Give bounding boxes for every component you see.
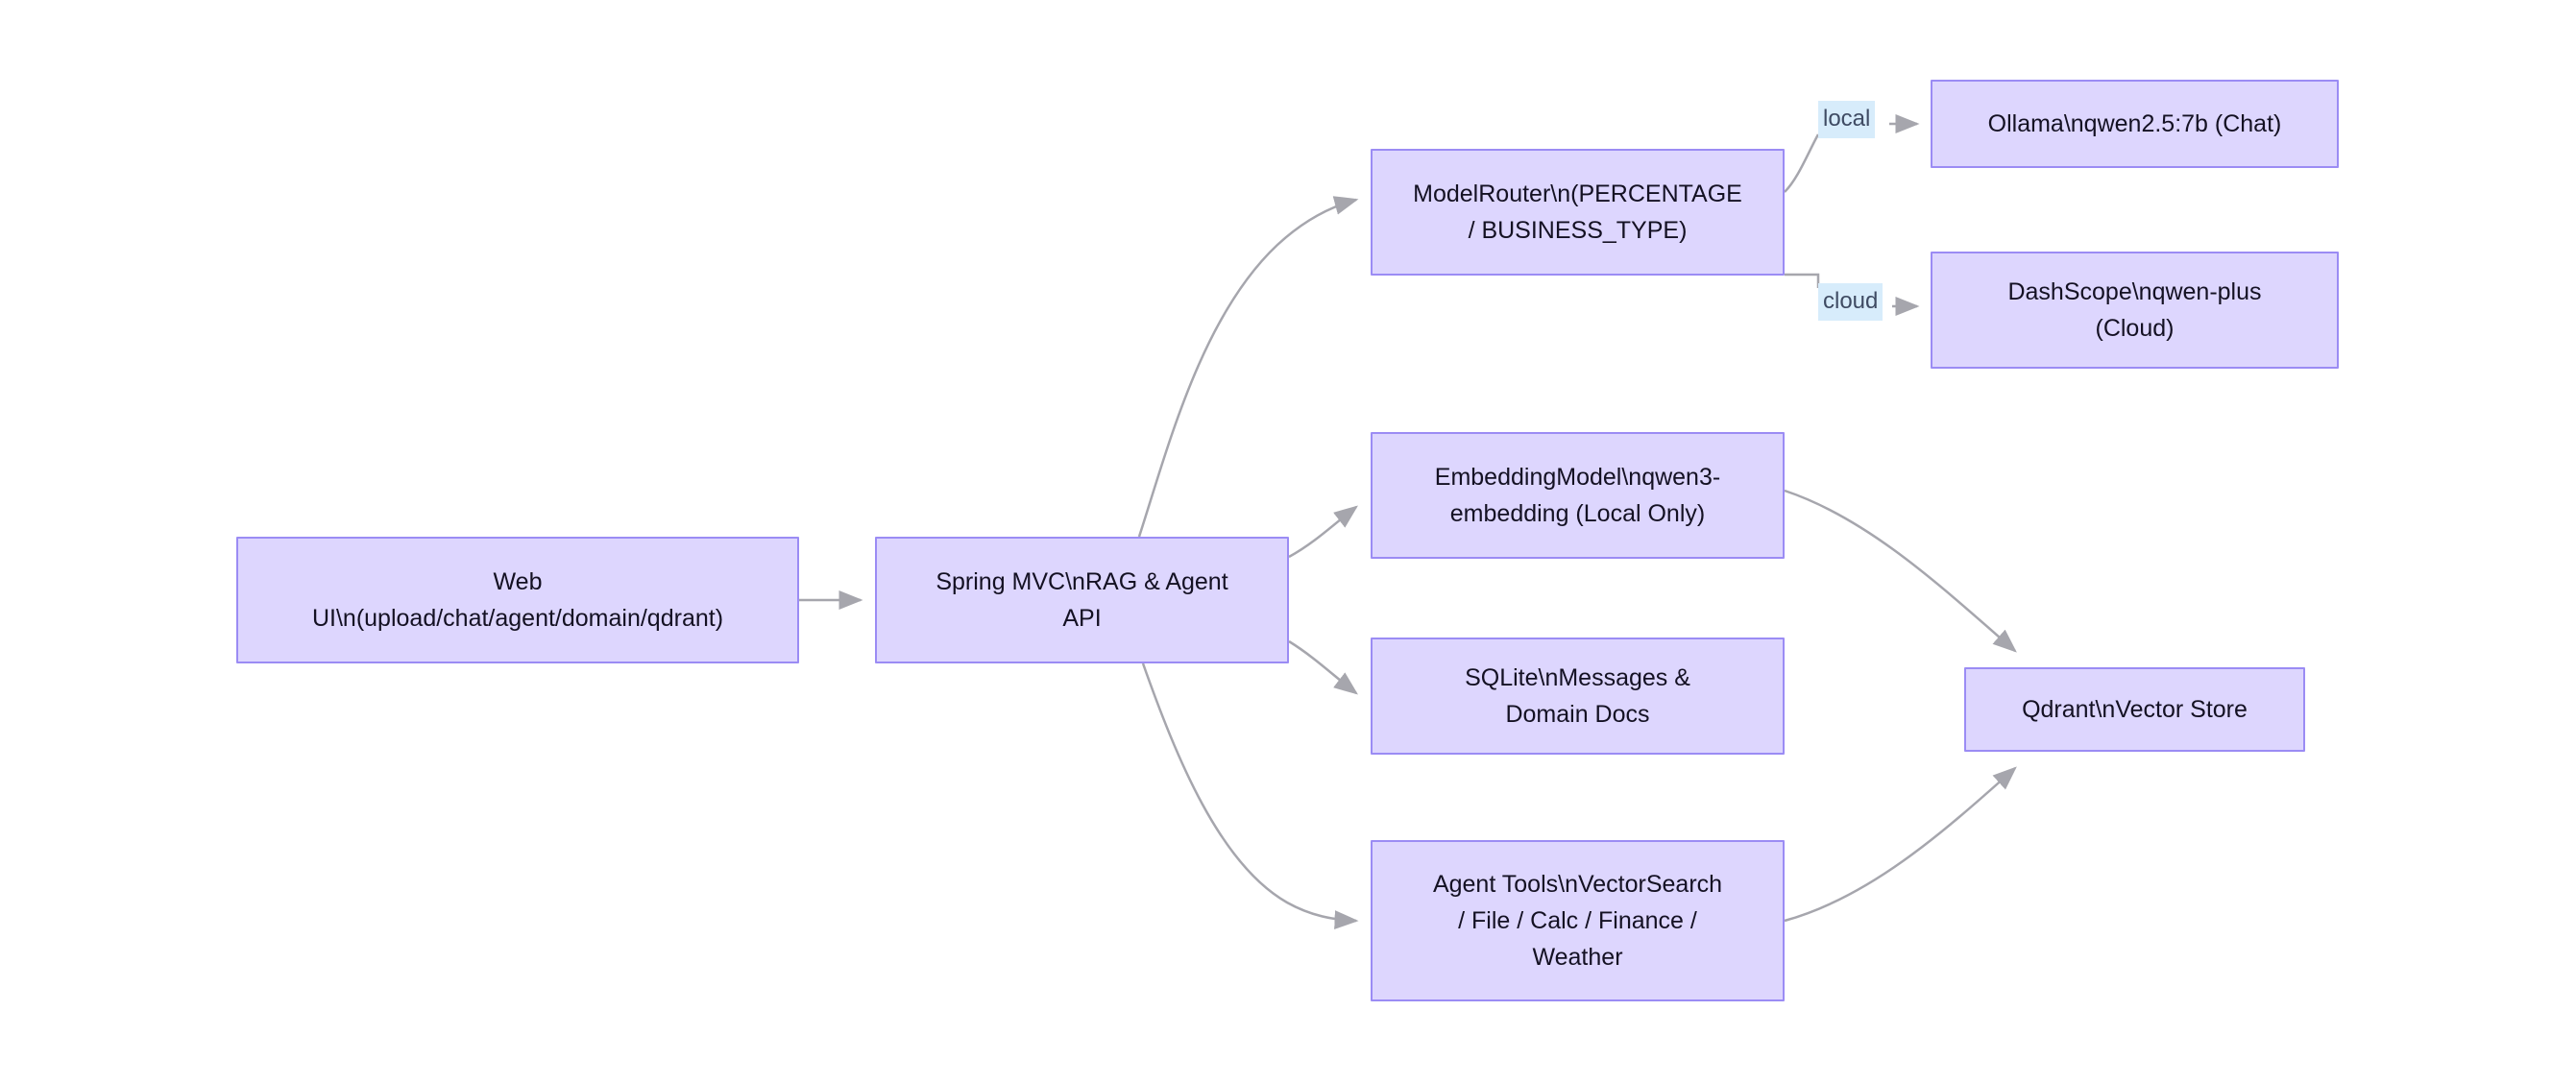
node-web-ui[interactable]: Web UI\n(upload/chat/agent/domain/qdrant…: [236, 537, 799, 663]
edge-spring-mvc-to-model-router: [1137, 196, 1359, 538]
node-embedding-model-label: EmbeddingModel\nqwen3- embedding (Local …: [1434, 464, 1721, 527]
node-ollama[interactable]: Ollama\nqwen2.5:7b (Chat): [1931, 80, 2339, 168]
edge-spring-mvc-to-sqlite: [1288, 639, 1358, 695]
node-embedding-model[interactable]: EmbeddingModel\nqwen3- embedding (Local …: [1371, 432, 1785, 559]
edge-agent-tools-to-qdrant: [1784, 766, 2017, 923]
node-model-router-label: ModelRouter\n(PERCENTAGE / BUSINESS_TYPE…: [1413, 180, 1742, 244]
edge-model-router-to-local-label: [1784, 133, 1820, 193]
node-sqlite[interactable]: SQLite\nMessages & Domain Docs: [1371, 638, 1785, 755]
node-dashscope[interactable]: DashScope\nqwen-plus (Cloud): [1931, 252, 2339, 369]
node-agent-tools-label: Agent Tools\nVectorSearch / File / Calc …: [1432, 871, 1723, 971]
node-ollama-label: Ollama\nqwen2.5:7b (Chat): [1987, 110, 2282, 137]
edge-model-router-to-cloud-label: [1785, 273, 1820, 288]
node-dashscope-label: DashScope\nqwen-plus (Cloud): [2007, 278, 2262, 342]
node-qdrant[interactable]: Qdrant\nVector Store: [1964, 667, 2305, 752]
edge-label-cloud: cloud: [1818, 283, 1883, 321]
node-agent-tools[interactable]: Agent Tools\nVectorSearch / File / Calc …: [1371, 840, 1785, 1001]
edge-embedding-model-to-qdrant: [1784, 489, 2017, 653]
node-model-router[interactable]: ModelRouter\n(PERCENTAGE / BUSINESS_TYPE…: [1371, 149, 1785, 276]
edge-label-local: local: [1818, 101, 1876, 138]
node-spring-mvc[interactable]: Spring MVC\nRAG & Agent API: [875, 537, 1289, 663]
edge-spring-mvc-to-agent-tools: [1141, 662, 1359, 930]
node-qdrant-label: Qdrant\nVector Store: [2022, 696, 2248, 723]
node-web-ui-label: Web UI\n(upload/chat/agent/domain/qdrant…: [311, 568, 724, 632]
node-sqlite-label: SQLite\nMessages & Domain Docs: [1465, 664, 1690, 728]
edge-spring-mvc-to-embedding-model: [1288, 505, 1358, 559]
node-spring-mvc-label: Spring MVC\nRAG & Agent API: [936, 568, 1228, 632]
